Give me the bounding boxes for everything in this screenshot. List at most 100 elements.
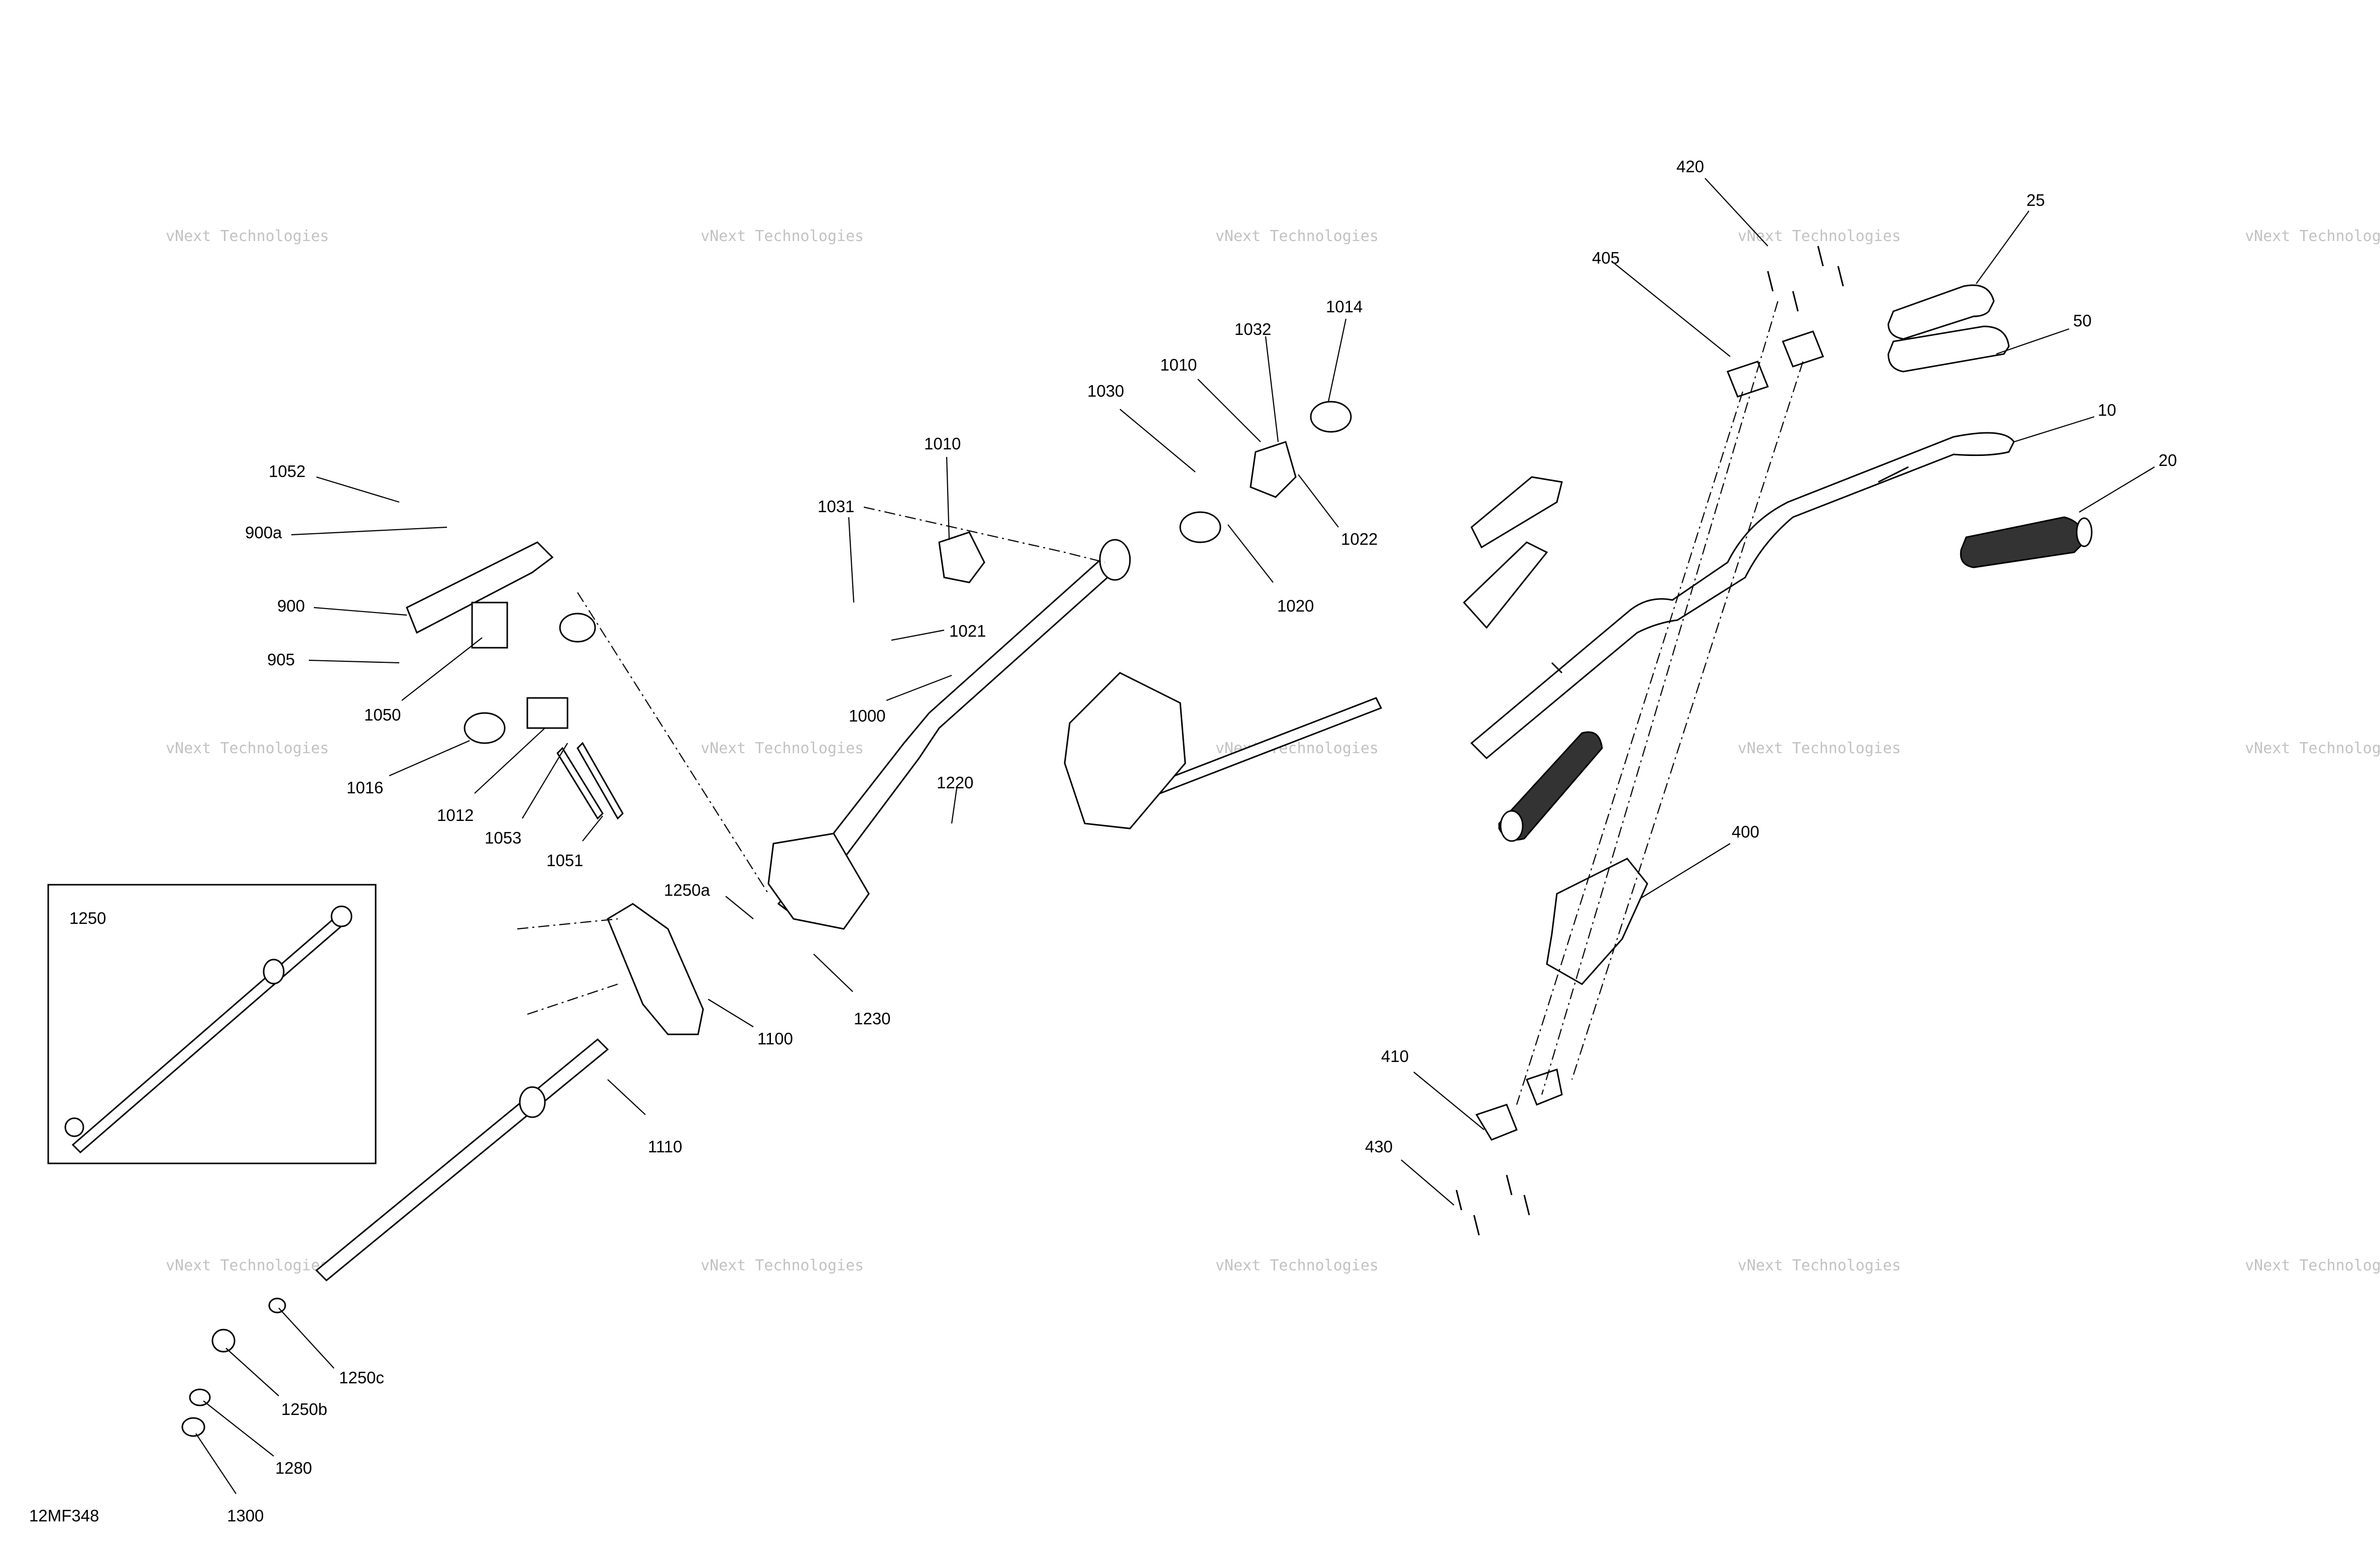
watermark: vNext Technologies: [2245, 1257, 2380, 1274]
watermark: vNext Technologies: [166, 227, 329, 245]
callout[interactable]: 400: [1639, 822, 1759, 899]
callout-label: 1012: [437, 806, 474, 824]
inset-rod-end: [64, 1117, 84, 1137]
alignment-line: [577, 592, 769, 894]
watermark-line1: vNext Technologies: [166, 740, 329, 757]
callout-label: 10: [2098, 401, 2116, 419]
callout[interactable]: 1230: [813, 954, 890, 1028]
callout[interactable]: 1031: [818, 497, 854, 603]
handlebar-mark: [1551, 662, 1563, 674]
callout[interactable]: 1250c: [278, 1308, 384, 1387]
callout-label: 405: [1592, 249, 1620, 267]
callout-label: 1300: [227, 1506, 264, 1525]
callout[interactable]: 1100: [708, 999, 793, 1048]
callout[interactable]: 10: [2013, 401, 2116, 443]
callout[interactable]: 420: [1676, 157, 1768, 247]
inset-label: 1250: [69, 909, 106, 927]
watermark: vNext Technologies: [2245, 227, 2380, 245]
watermark: vNext Technologies: [1215, 1257, 1379, 1274]
callout[interactable]: 1020: [1227, 524, 1314, 615]
column-clamp-1010: [1250, 441, 1297, 498]
callout-label: 400: [1732, 822, 1759, 841]
alignment-line: [1571, 361, 1804, 1080]
callout[interactable]: 1300: [195, 1433, 264, 1525]
callout[interactable]: 1016: [347, 740, 470, 797]
callout-label: 1050: [364, 705, 401, 724]
callout[interactable]: 1250b: [225, 1348, 327, 1418]
bolt-430: [1455, 1190, 1462, 1211]
alignment-line: [1541, 301, 1779, 1095]
watermark: vNext Technologies: [1738, 740, 1901, 757]
inset-tie-rod: [71, 915, 346, 1154]
callout[interactable]: 50: [1996, 311, 2092, 355]
handlebar: [1470, 432, 2015, 760]
callout[interactable]: 1053: [485, 743, 568, 847]
watermark-line1: vNext Technologies: [1738, 740, 1901, 757]
callout-label: 1021: [949, 622, 986, 640]
callout[interactable]: 1010: [1160, 355, 1261, 442]
callout[interactable]: 1021: [891, 622, 986, 641]
column-cover-1100: [607, 903, 704, 1035]
callout-label: 1053: [485, 828, 521, 847]
callout-label: 1010: [1160, 355, 1197, 374]
callout[interactable]: 900a: [245, 523, 447, 542]
callout[interactable]: 1010: [924, 434, 961, 540]
watermark-line1: vNext Technologies: [1215, 227, 1379, 245]
column-cover-right: [1064, 672, 1186, 829]
watermark: vNext Technologies: [701, 1257, 864, 1274]
callout-label: 1250b: [281, 1400, 327, 1418]
callout[interactable]: 900: [277, 597, 407, 616]
alignment-line: [517, 918, 618, 930]
callout[interactable]: 430: [1365, 1137, 1454, 1206]
bearing-ring-1014: [1310, 401, 1352, 433]
callout[interactable]: 905: [267, 650, 400, 669]
callout[interactable]: 1052: [269, 462, 400, 503]
watermark-line1: vNext Technologies: [166, 227, 329, 245]
diagram-code: 12MF348: [29, 1506, 99, 1525]
callout-label: 1230: [854, 1009, 890, 1028]
watermark: vNext Technologies: [701, 227, 864, 245]
watermark-line1: vNext Technologies: [701, 1257, 864, 1274]
bolt-430: [1523, 1195, 1530, 1216]
handlebar-mark: [1878, 466, 1909, 483]
hand-grip-right: [1960, 516, 2093, 568]
callout[interactable]: 405: [1592, 249, 1731, 357]
callout-label: 1280: [275, 1459, 312, 1477]
watermark-line1: vNext Technologies: [2245, 227, 2380, 245]
bolt-420: [1837, 266, 1844, 287]
callout[interactable]: 1030: [1087, 382, 1196, 472]
callout[interactable]: 1000: [849, 674, 952, 725]
nut-1300: [181, 1417, 205, 1437]
bearing-ring-1020: [1179, 511, 1221, 543]
callout-label: 900a: [245, 523, 282, 542]
callout[interactable]: 1050: [364, 637, 483, 724]
tie-rod-1110: [315, 1038, 609, 1282]
callout[interactable]: 25: [1976, 191, 2045, 284]
clamp-410-b: [1526, 1069, 1563, 1106]
callout[interactable]: 1022: [1298, 474, 1378, 548]
watermark-layer: vNext Technologies vNext Technologies vN…: [166, 227, 2380, 1274]
bolt-430: [1473, 1215, 1480, 1236]
callout[interactable]: 1280: [203, 1400, 312, 1477]
ball-joint-1250b: [211, 1329, 236, 1353]
callout-label: 905: [267, 650, 295, 669]
callout[interactable]: 1014: [1326, 297, 1363, 402]
inset-box-1250: 1250: [47, 884, 377, 1164]
column-lower-arm: [767, 833, 870, 930]
callout[interactable]: 1110: [607, 1079, 683, 1156]
callout-label: 1220: [937, 773, 973, 792]
bearing-ring-1016: [464, 712, 506, 744]
alignment-line: [1516, 391, 1744, 1105]
callout-label: 420: [1676, 157, 1704, 176]
callout[interactable]: 1051: [546, 815, 603, 870]
watermark-line1: vNext Technologies: [701, 227, 864, 245]
callout[interactable]: 1220: [937, 773, 973, 824]
callout[interactable]: 1012: [437, 728, 545, 824]
callout[interactable]: 410: [1381, 1047, 1485, 1130]
callout[interactable]: 1032: [1234, 320, 1279, 442]
parts-layer: [181, 246, 2093, 1437]
callout[interactable]: 1250a: [664, 881, 754, 919]
callout[interactable]: 20: [2079, 451, 2177, 513]
bolt-1051: [577, 742, 624, 820]
callout-label: 1052: [269, 462, 305, 481]
